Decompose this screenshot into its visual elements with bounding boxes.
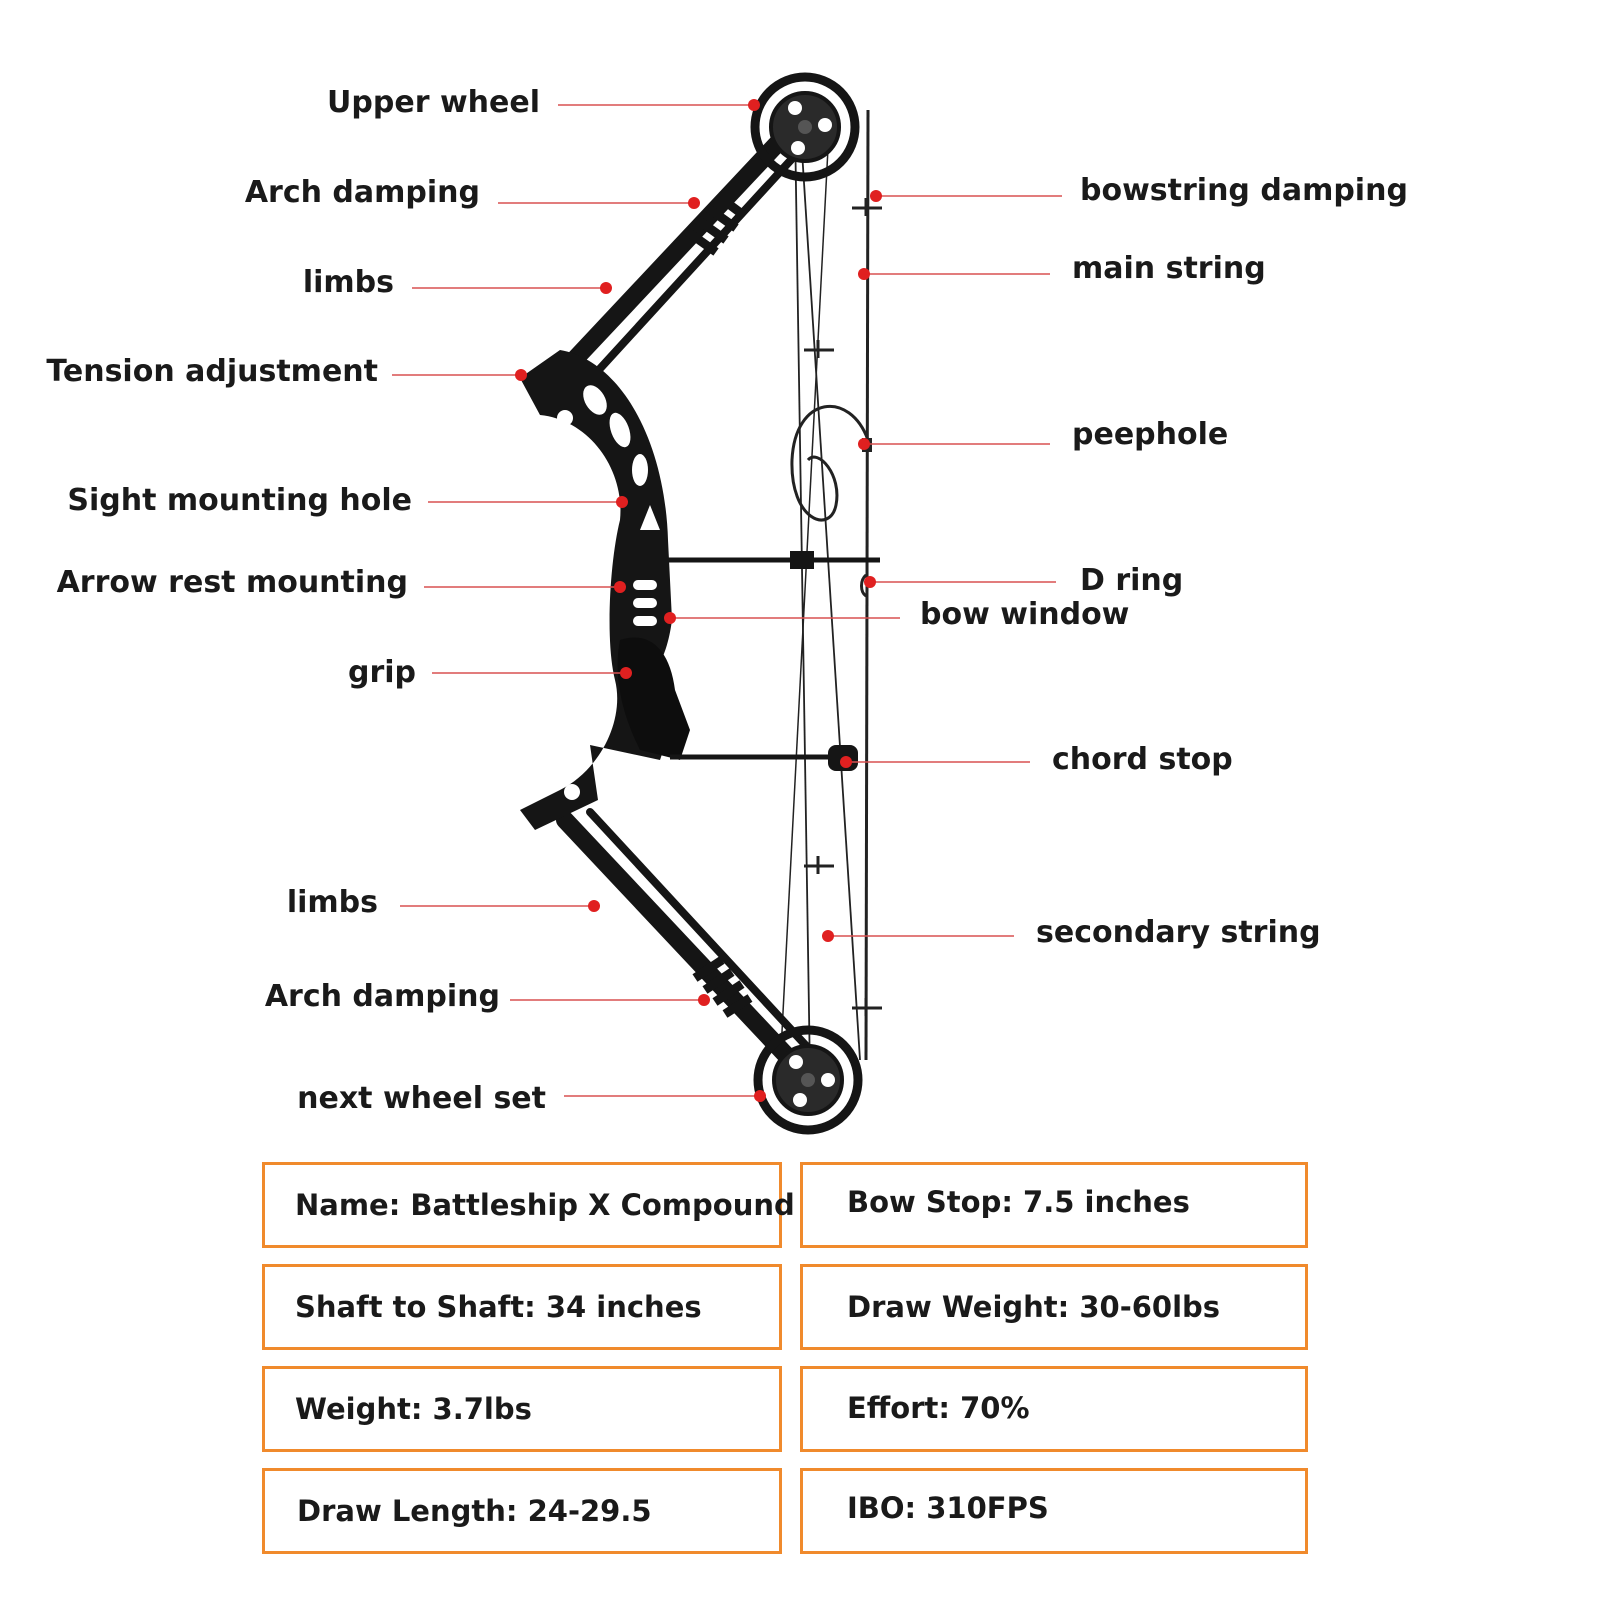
spec-name: Name: Battleship X Compound — [262, 1162, 782, 1248]
arrow-rod — [668, 551, 880, 569]
spec-draw-weight: Draw Weight: 30-60lbs — [800, 1264, 1308, 1350]
spec-weight: Weight: 3.7lbs — [262, 1366, 782, 1452]
spec-bow-stop: Bow Stop: 7.5 inches — [800, 1162, 1308, 1248]
spec-draw-weight-text: Draw Weight: 30-60lbs — [847, 1290, 1220, 1324]
label-sight-mounting-hole: Sight mounting hole — [67, 486, 412, 516]
label-next-wheel-set: next wheel set — [297, 1084, 546, 1114]
lower-limb — [565, 812, 810, 1070]
spec-draw-length: Draw Length: 24-29.5 — [262, 1468, 782, 1554]
label-limbs-upper: limbs — [303, 268, 394, 298]
label-peephole: peephole — [1072, 420, 1228, 450]
bow-strings — [780, 110, 868, 1075]
compound-bow-illustration — [520, 77, 882, 1130]
label-main-string: main string — [1072, 254, 1266, 284]
label-upper-wheel: Upper wheel — [327, 88, 540, 118]
upper-limb — [560, 130, 800, 385]
spec-ibo: IBO: 310FPS — [800, 1468, 1308, 1554]
spec-ibo-text: IBO: 310FPS — [847, 1491, 1049, 1525]
label-bowstring-damping: bowstring damping — [1080, 176, 1408, 206]
peep-sight-tube — [792, 406, 868, 520]
upper-cam-wheel — [755, 77, 855, 177]
label-tension-adjustment: Tension adjustment — [46, 357, 378, 387]
string-damper-marks — [804, 198, 882, 1016]
label-arch-damping-lower: Arch damping — [265, 982, 500, 1012]
spec-effort: Effort: 70% — [800, 1366, 1308, 1452]
string-stop-rod — [670, 745, 858, 771]
label-chord-stop: chord stop — [1052, 745, 1233, 775]
spec-bow-stop-text: Bow Stop: 7.5 inches — [847, 1185, 1190, 1219]
spec-shaft-to-shaft-text: Shaft to Shaft: 34 inches — [295, 1290, 702, 1324]
spec-shaft-to-shaft: Shaft to Shaft: 34 inches — [262, 1264, 782, 1350]
spec-weight-text: Weight: 3.7lbs — [295, 1392, 532, 1426]
spec-draw-length-text: Draw Length: 24-29.5 — [297, 1494, 652, 1528]
label-bow-window: bow window — [920, 600, 1129, 630]
label-secondary-string: secondary string — [1036, 918, 1321, 948]
spec-name-text: Name: Battleship X Compound — [295, 1188, 795, 1222]
lower-cam-wheel — [758, 1030, 858, 1130]
spec-effort-text: Effort: 70% — [847, 1391, 1030, 1425]
label-limbs-lower: limbs — [287, 888, 378, 918]
label-arch-damping-upper: Arch damping — [245, 178, 480, 208]
label-arrow-rest-mounting: Arrow rest mounting — [57, 568, 408, 598]
label-grip: grip — [348, 658, 416, 688]
label-d-ring: D ring — [1080, 566, 1183, 596]
